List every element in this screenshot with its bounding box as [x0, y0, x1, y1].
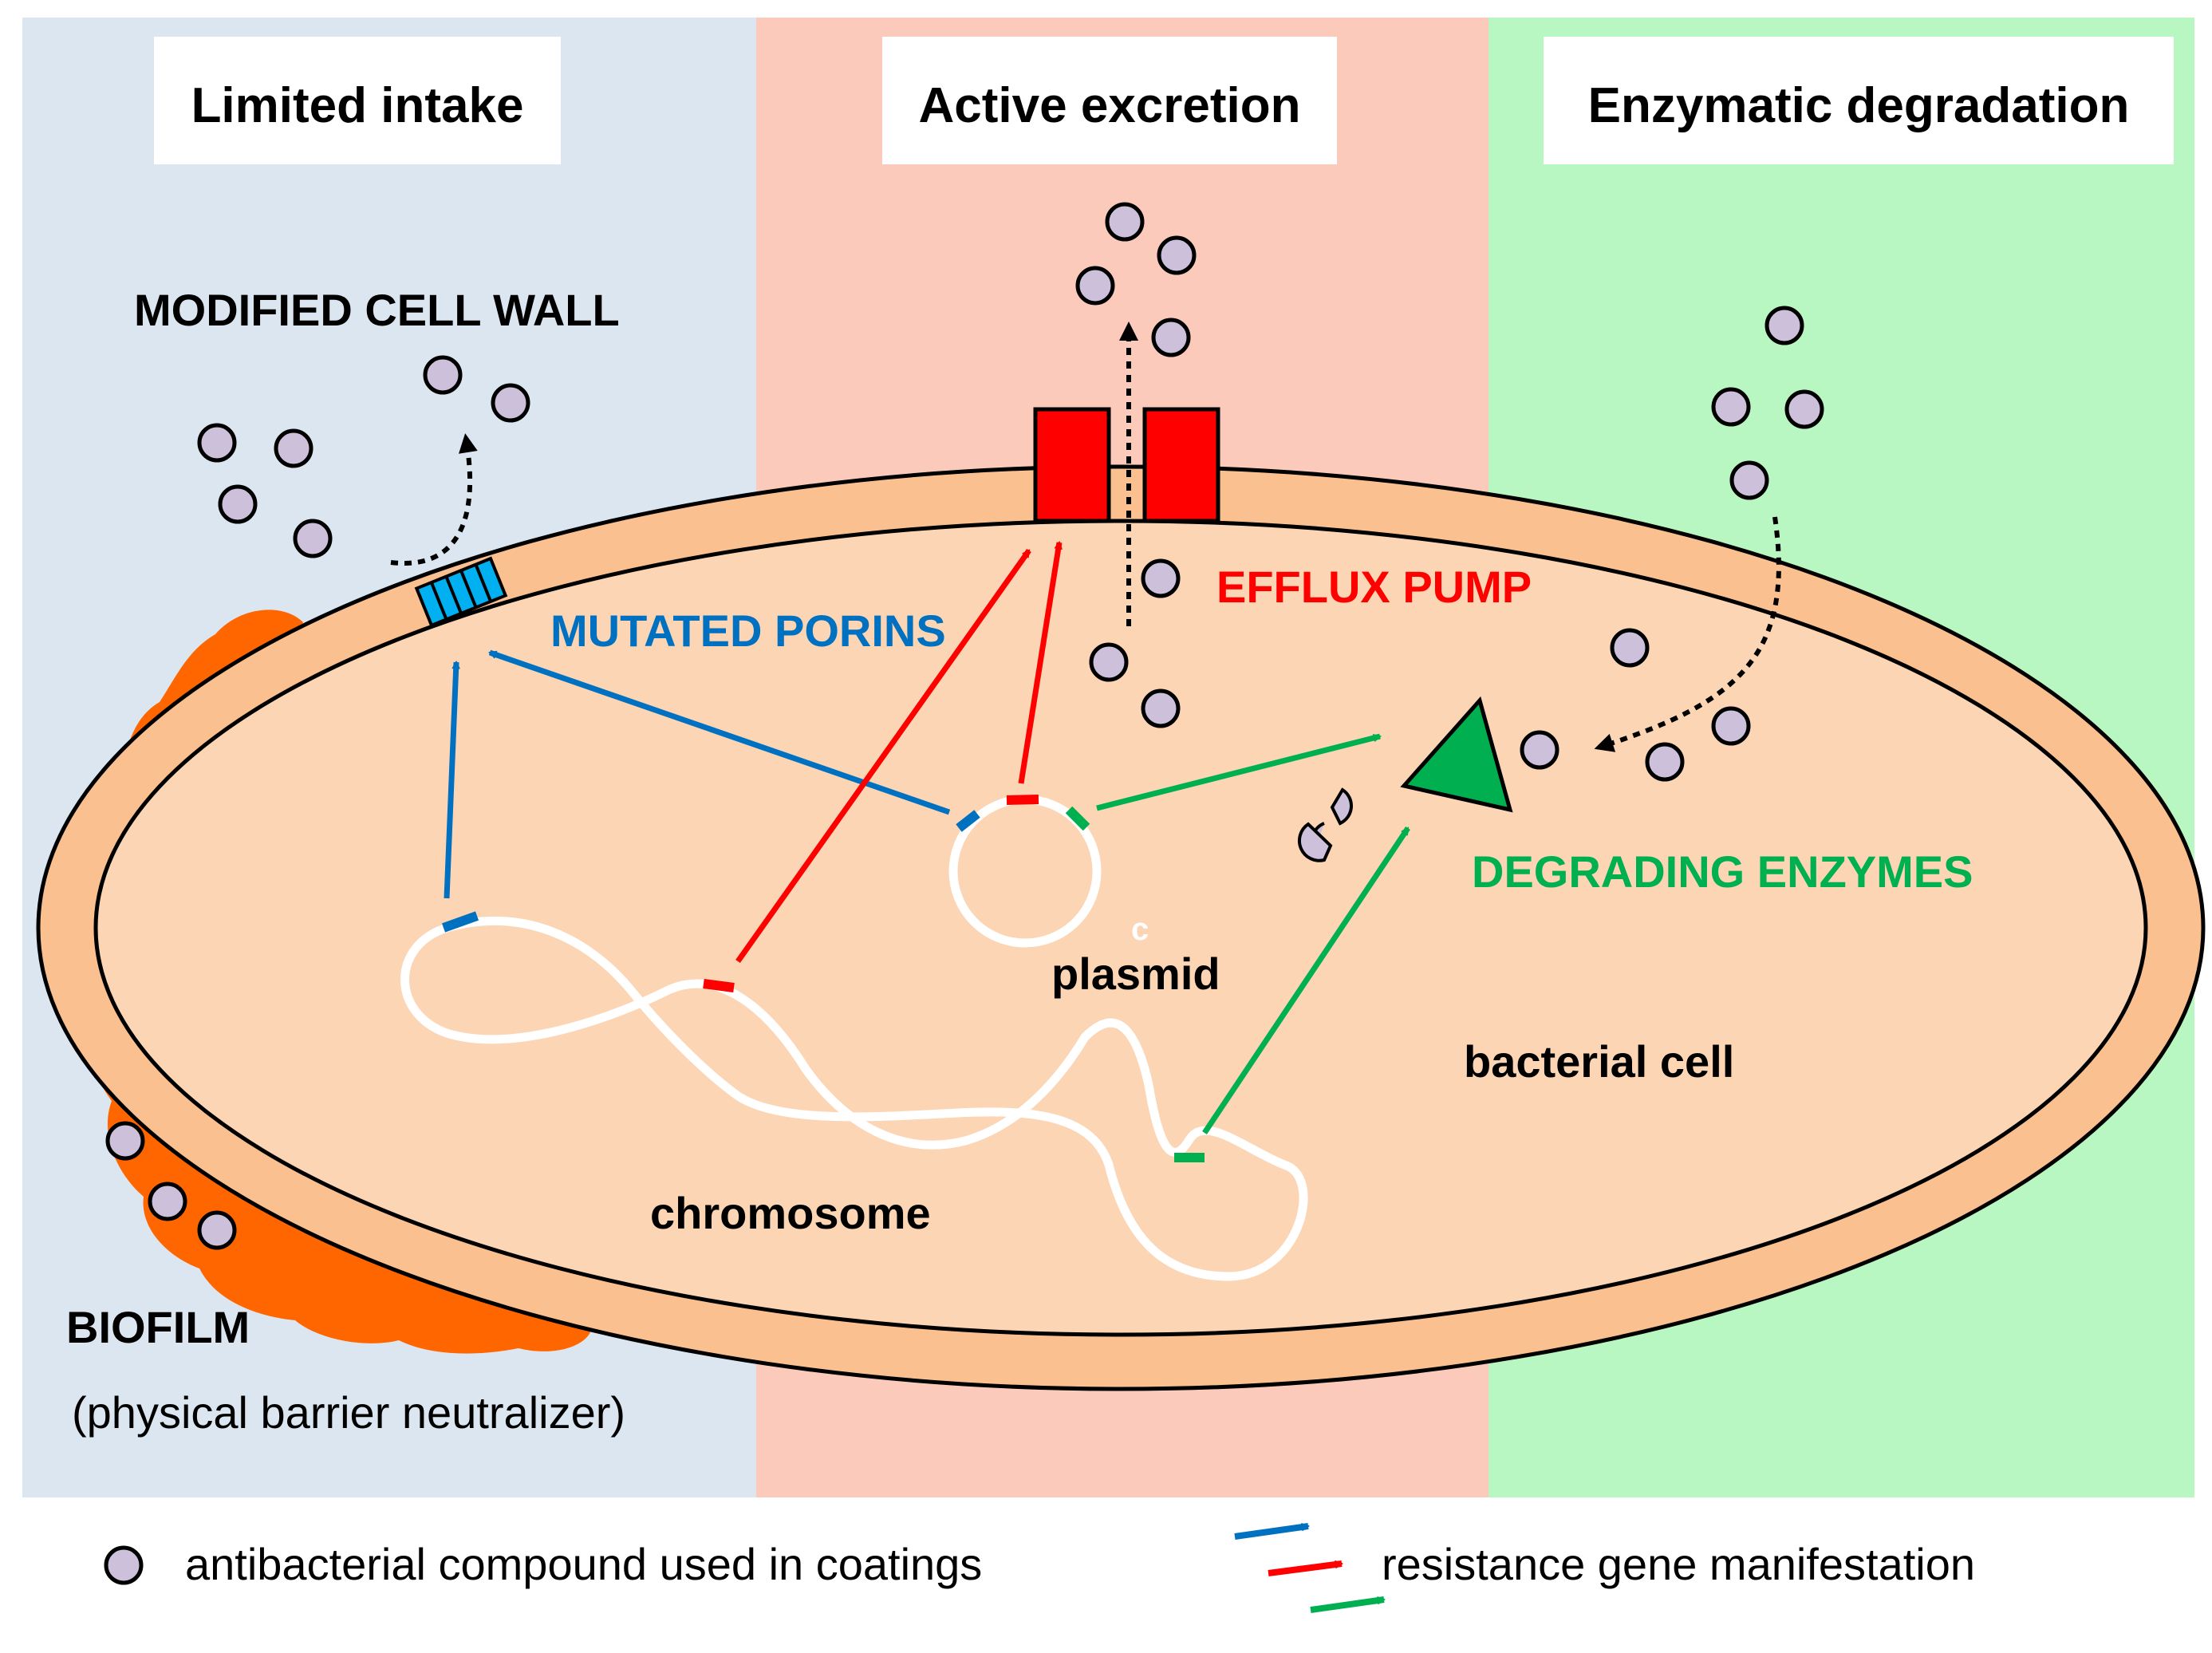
compound [197, 1210, 237, 1250]
compound-molecules [105, 202, 1824, 1250]
panel-title-excretion: Active excretion [919, 78, 1301, 133]
compound [1520, 730, 1559, 770]
plasmid-gene-blue [956, 810, 980, 832]
label-biofilm-note: (physical barrier neutralizer) [72, 1387, 625, 1438]
label-biofilm: BIOFILM [66, 1302, 250, 1352]
arrow-chromosome-to-porin [444, 662, 456, 899]
arrow-plasmid-to-enzyme [1096, 733, 1380, 811]
chromosome [400, 917, 1308, 1281]
degraded-compound [1297, 787, 1354, 862]
compound [1141, 688, 1181, 728]
label-bacterial-cell: bacterial cell [1464, 1036, 1734, 1087]
compound [148, 1182, 187, 1221]
compound [1729, 460, 1769, 500]
label-efflux-pump: EFFLUX PUMP [1216, 562, 1532, 612]
efflux-pump-left [1033, 407, 1111, 523]
label-mutated-porins: MUTATED PORINS [550, 606, 946, 656]
chromosome-gene-red [703, 979, 735, 992]
legend-gene-arrows [1234, 1526, 1384, 1613]
efflux-pump-right [1142, 407, 1220, 523]
compound [1105, 202, 1145, 242]
compound [197, 423, 237, 463]
label-plasmid-mark: c [1131, 912, 1149, 947]
compound [1711, 706, 1751, 746]
compound [218, 484, 258, 524]
compound [1711, 387, 1751, 427]
compound [274, 428, 313, 468]
panel-title-box-excretion [882, 37, 1337, 164]
legend-compound-marker [104, 1545, 144, 1585]
compound [293, 519, 333, 558]
mutated-porin [414, 556, 508, 628]
label-chromosome: chromosome [650, 1188, 931, 1238]
compound [1151, 318, 1191, 357]
plasmid-gene-green [1065, 806, 1090, 831]
panel-title-degradation: Enzymatic degradation [1588, 78, 2130, 133]
compound [1645, 742, 1685, 782]
label-plasmid: plasmid [1051, 949, 1220, 999]
label-modified-cell-wall: MODIFIED CELL WALL [134, 285, 620, 335]
compound [1141, 558, 1181, 598]
compound [1610, 628, 1650, 668]
chromosome-gene-blue [441, 911, 479, 933]
label-degrading-enzymes: DEGRADING ENZYMES [1472, 846, 1973, 897]
compound [105, 1121, 145, 1161]
compound [1157, 235, 1197, 275]
panel-title-box-degradation [1544, 37, 2174, 164]
legend-gene-label: resistance gene manifestation [1382, 1539, 1975, 1589]
cytoplasm [93, 519, 2148, 1337]
legend-compound-label: antibacterial compound used in coatings [185, 1539, 982, 1589]
panel-title-intake: Limited intake [191, 78, 524, 133]
compound [423, 355, 463, 395]
arrow-plasmid-to-pump [1018, 542, 1059, 784]
arrow-chromosome-to-enzyme [1202, 828, 1410, 1134]
degrading-enzyme [1400, 696, 1513, 813]
compound [491, 383, 530, 423]
panel-title-box-intake [154, 37, 561, 164]
compound [1784, 389, 1824, 429]
compound [1075, 266, 1115, 306]
arrow-chromosome-to-pump [735, 548, 1031, 964]
plasmid-gene-red [1006, 795, 1039, 805]
compound [1089, 642, 1129, 682]
arrow-plasmid-to-porin [490, 649, 951, 815]
compound [1764, 306, 1804, 345]
